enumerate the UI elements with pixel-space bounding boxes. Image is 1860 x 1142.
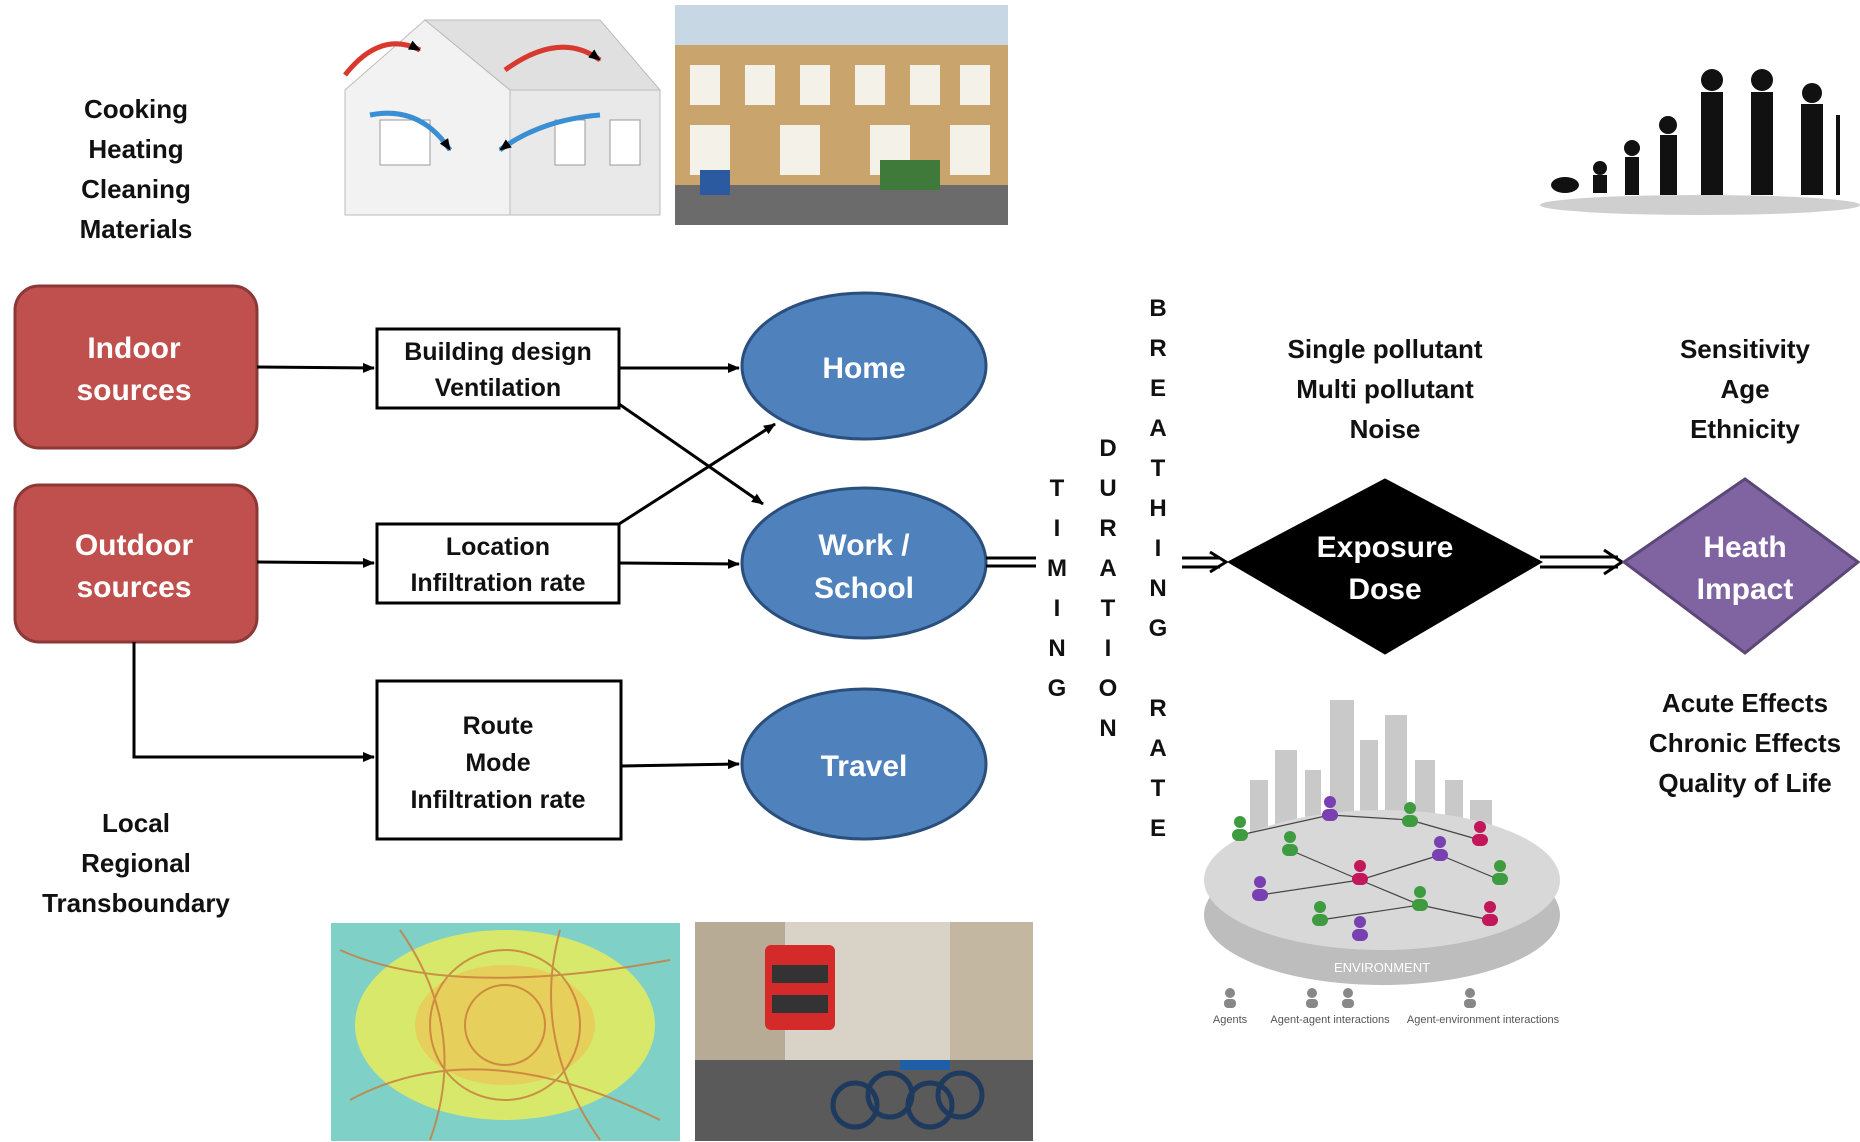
svg-text:Outdoor: Outdoor [75, 529, 194, 562]
vertical-letter: N [1048, 635, 1065, 662]
svg-text:sources: sources [76, 374, 191, 407]
home-node: Home [740, 291, 988, 441]
travel-node: Travel [740, 687, 988, 841]
susceptibility-list: Sensitivity Age Ethnicity [1680, 334, 1811, 444]
vertical-letter: A [1149, 735, 1166, 762]
svg-text:Infiltration rate: Infiltration rate [410, 786, 585, 814]
abm-legend-agent-environment: Agent-environment interactions [1407, 1014, 1560, 1026]
svg-text:Chronic Effects: Chronic Effects [1649, 728, 1841, 758]
vertical-letter: R [1099, 515, 1116, 542]
svg-text:Route: Route [463, 712, 534, 740]
svg-text:Multi pollutant: Multi pollutant [1296, 374, 1474, 404]
exposure-factors-list: Single pollutant Multi pollutant Noise [1288, 334, 1483, 444]
street-bus-bikes-photo [695, 922, 1033, 1141]
vertical-letter: T [1101, 595, 1116, 622]
abm-legend-agents: Agents [1213, 1014, 1248, 1026]
terraced-houses-photo [675, 5, 1008, 225]
vertical-letter: B [1149, 295, 1166, 322]
abm-platform-label: ENVIRONMENT [1334, 960, 1430, 975]
outdoor-factor: Regional [81, 848, 191, 878]
svg-text:Acute Effects: Acute Effects [1662, 688, 1828, 718]
indoor-factors-list: Cooking Heating Cleaning Materials [80, 94, 193, 244]
location-box: Location Infiltration rate [375, 522, 621, 605]
pollution-map-image [331, 923, 680, 1141]
vertical-letter: D [1099, 435, 1116, 462]
vertical-letter: G [1048, 675, 1067, 702]
svg-text:Ethnicity: Ethnicity [1690, 414, 1800, 444]
outdoor-sources-box: Outdoor sources [13, 483, 259, 644]
svg-text:Age: Age [1720, 374, 1769, 404]
flow-arrows [132, 362, 1625, 770]
vertical-letter: I [1054, 595, 1061, 622]
vertical-letter: I [1155, 535, 1162, 562]
svg-text:Exposure: Exposure [1317, 531, 1454, 564]
svg-text:Quality of Life: Quality of Life [1658, 768, 1831, 798]
building-design-box: Building design Ventilation [375, 327, 621, 410]
vertical-letter: N [1099, 715, 1116, 742]
svg-text:Ventilation: Ventilation [435, 374, 561, 402]
outdoor-factor: Transboundary [42, 888, 230, 918]
vertical-letter: T [1151, 455, 1166, 482]
indoor-factor: Materials [80, 214, 193, 244]
svg-text:Building design: Building design [404, 338, 592, 366]
vertical-letter: I [1054, 515, 1061, 542]
svg-text:Dose: Dose [1348, 573, 1421, 606]
health-outcomes-list: Acute Effects Chronic Effects Quality of… [1649, 688, 1841, 798]
vertical-letter: A [1099, 555, 1116, 582]
exposure-dose-node: Exposure Dose [1226, 478, 1544, 655]
svg-text:Impact: Impact [1697, 573, 1794, 606]
indoor-factor: Heating [88, 134, 183, 164]
svg-text:Work /: Work / [818, 529, 910, 562]
indoor-factor: Cooking [84, 94, 188, 124]
health-impact-node: Heath Impact [1621, 477, 1860, 655]
vertical-letter: H [1149, 495, 1166, 522]
work-school-node: Work / School [740, 486, 988, 640]
vertical-letter: T [1151, 775, 1166, 802]
outdoor-factors-list: Local Regional Transboundary [42, 808, 230, 918]
svg-text:Mode: Mode [465, 749, 530, 777]
vertical-letter: E [1150, 375, 1166, 402]
svg-text:Travel: Travel [821, 750, 908, 783]
agent-based-model-illustration: ENVIRONMENT Agents Agent-agent interacti… [1204, 700, 1560, 1026]
svg-text:Home: Home [822, 352, 905, 385]
vertical-letter: U [1099, 475, 1116, 502]
house-ventilation-illustration [343, 19, 662, 216]
vertical-letter: R [1149, 335, 1166, 362]
indoor-factor: Cleaning [81, 174, 191, 204]
vertical-letter: T [1050, 475, 1065, 502]
svg-text:sources: sources [76, 571, 191, 604]
vertical-letter: M [1047, 555, 1067, 582]
route-box: Route Mode Infiltration rate [375, 679, 623, 841]
svg-text:Single pollutant: Single pollutant [1288, 334, 1483, 364]
vertical-letter: A [1149, 415, 1166, 442]
svg-text:Indoor: Indoor [87, 332, 181, 365]
vertical-letter: R [1149, 695, 1166, 722]
vertical-letter: E [1150, 815, 1166, 842]
svg-text:Location: Location [446, 533, 550, 561]
indoor-sources-box: Indoor sources [13, 284, 259, 450]
svg-text:School: School [814, 572, 914, 605]
life-stages-silhouette [1540, 69, 1860, 215]
svg-text:Infiltration rate: Infiltration rate [410, 569, 585, 597]
svg-text:Sensitivity: Sensitivity [1680, 334, 1811, 364]
svg-text:Heath: Heath [1703, 531, 1786, 564]
abm-legend-agent-agent: Agent-agent interactions [1270, 1014, 1390, 1026]
vertical-letter: O [1099, 675, 1118, 702]
svg-text:Noise: Noise [1350, 414, 1421, 444]
vertical-letter: G [1149, 615, 1168, 642]
outdoor-factor: Local [102, 808, 170, 838]
vertical-letter: N [1149, 575, 1166, 602]
vertical-letter: I [1105, 635, 1112, 662]
